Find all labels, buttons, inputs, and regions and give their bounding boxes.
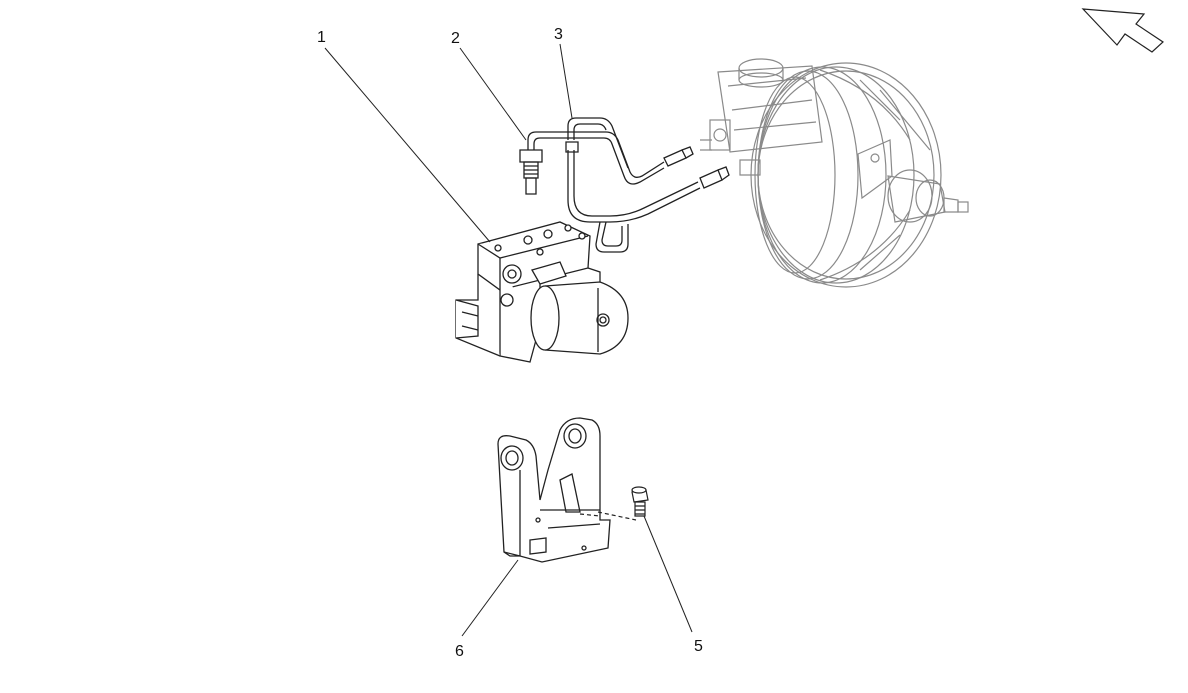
hydraulic-control-unit bbox=[455, 221, 629, 363]
callout-label-1: 1 bbox=[317, 29, 326, 46]
callout-label-6: 6 bbox=[455, 643, 464, 660]
leader-lines bbox=[324, 43, 693, 637]
callout-label-2: 2 bbox=[451, 30, 460, 47]
arrow-outline-icon bbox=[1081, 8, 1164, 53]
mounting-bracket bbox=[497, 417, 611, 563]
callout-label-3: 3 bbox=[554, 26, 563, 43]
callout-label-5: 5 bbox=[694, 638, 703, 655]
leader-line-1 bbox=[324, 47, 491, 243]
brake-booster bbox=[700, 58, 969, 288]
leader-line-2 bbox=[459, 47, 527, 141]
brake-pipes bbox=[519, 117, 730, 253]
screw bbox=[579, 486, 649, 521]
leader-line-5 bbox=[643, 515, 693, 633]
leader-line-6 bbox=[461, 559, 519, 637]
leader-line-3 bbox=[559, 43, 573, 119]
